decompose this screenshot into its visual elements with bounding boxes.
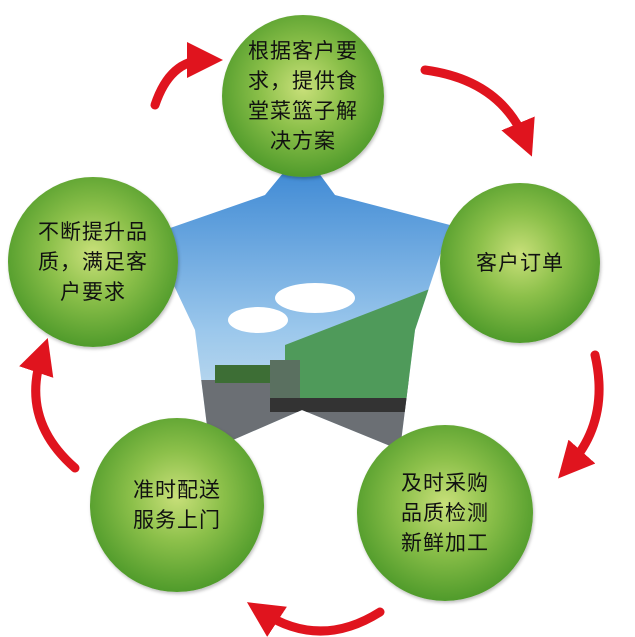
node-label: 不断提升品质，满足客户要求 bbox=[38, 220, 148, 304]
arrow-bottom-left-to-left bbox=[19, 337, 80, 473]
node-label: 根据客户要求，提供食堂菜篮子解决方案 bbox=[248, 39, 358, 153]
arrow-left-to-top bbox=[150, 42, 223, 110]
node-right: 客户订单 bbox=[440, 183, 600, 343]
star-truck-photo bbox=[150, 150, 450, 450]
node-label: 客户订单 bbox=[476, 251, 564, 275]
truck bbox=[285, 285, 440, 400]
arrow-top-to-right bbox=[420, 65, 535, 157]
node-bottom-right: 及时采购品质检测新鲜加工 bbox=[357, 425, 533, 601]
node-bottom-left: 准时配送服务上门 bbox=[90, 418, 264, 592]
cycle-arrows bbox=[19, 42, 604, 637]
arrow-bottom-right-to-bottom-left bbox=[246, 602, 385, 637]
node-label: 准时配送服务上门 bbox=[133, 478, 221, 532]
cloud bbox=[228, 307, 288, 333]
node-label: 及时采购品质检测新鲜加工 bbox=[400, 471, 489, 555]
node-left: 不断提升品质，满足客户要求 bbox=[8, 177, 178, 347]
cloud bbox=[275, 283, 355, 313]
arrow-right-to-bottom-right bbox=[558, 350, 604, 479]
node-top: 根据客户要求，提供食堂菜篮子解决方案 bbox=[222, 15, 384, 177]
